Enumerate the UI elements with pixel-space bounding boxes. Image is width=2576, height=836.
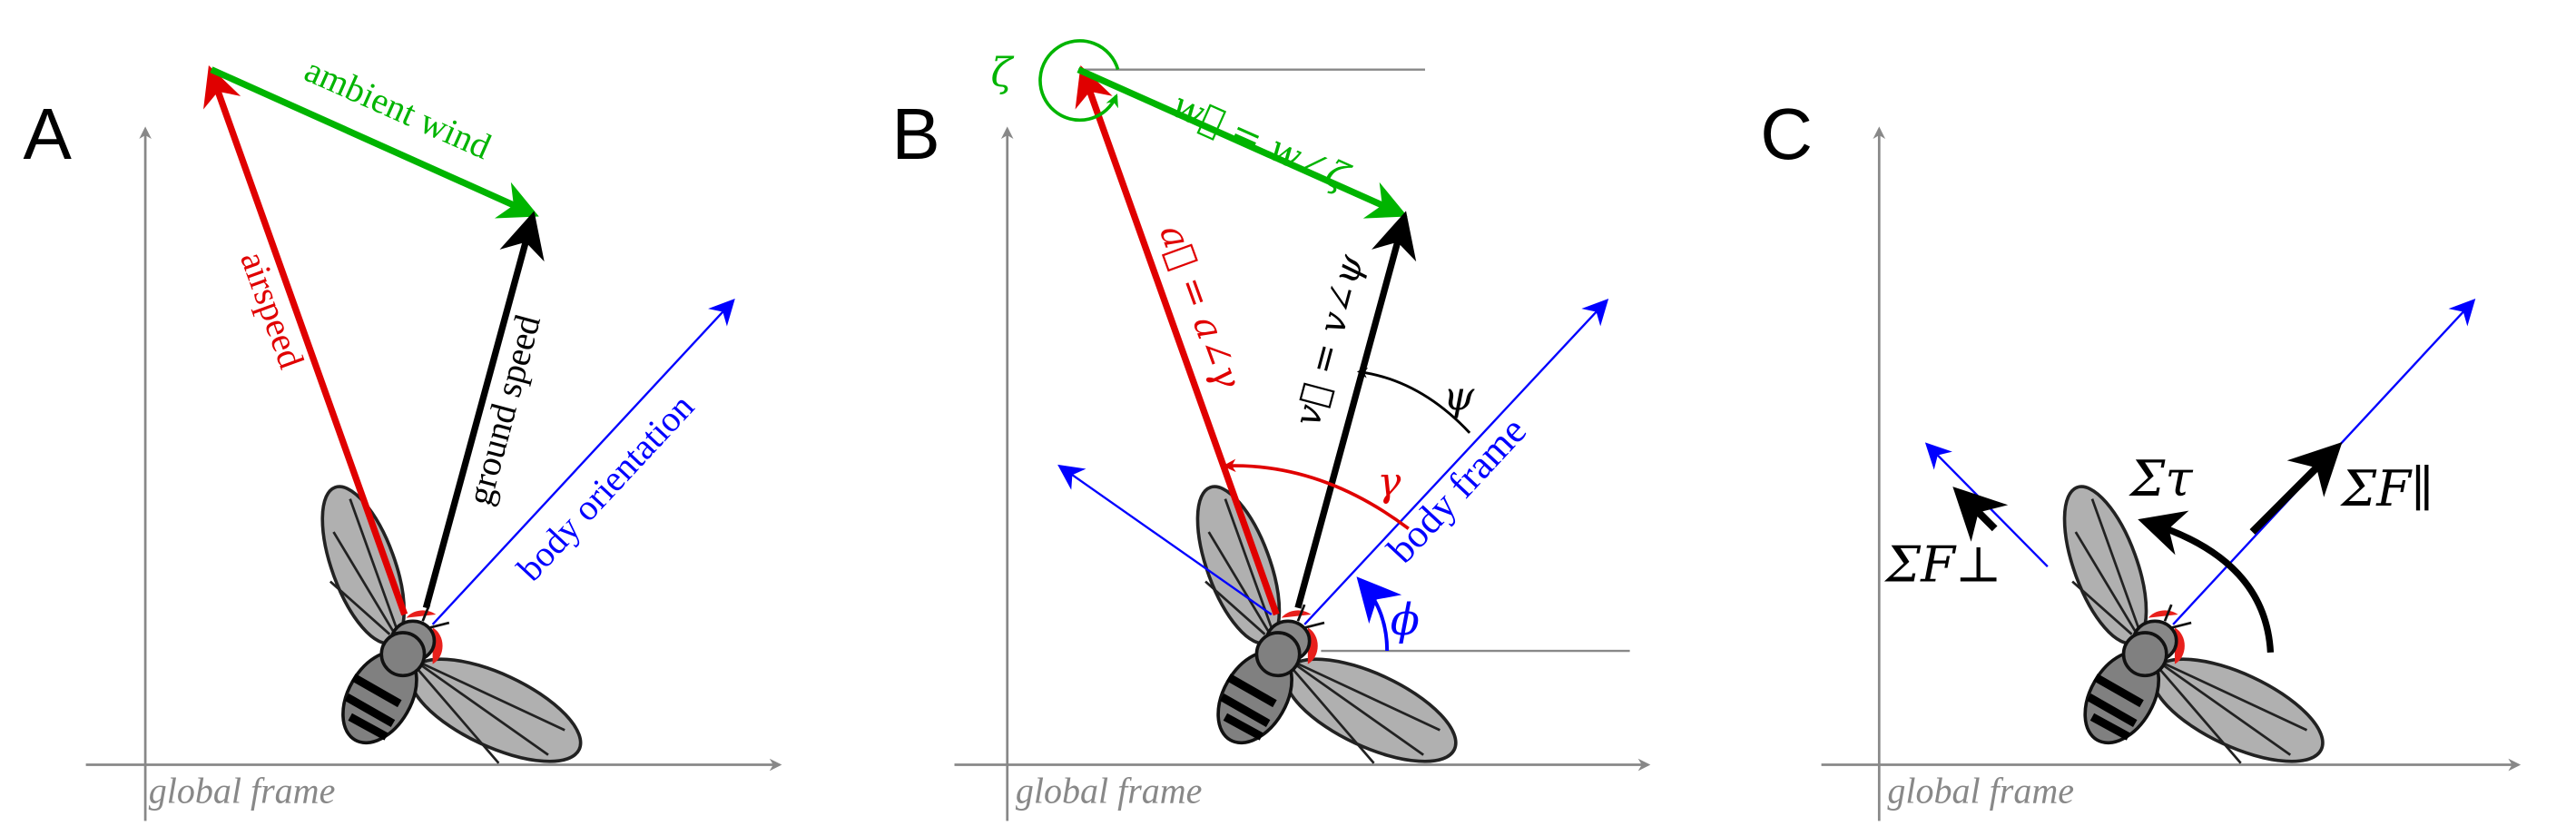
ground-speed-label: ground speed [458,310,548,509]
ground-velocity-equation: v⃗ = v∠ψ [1286,250,1372,430]
wind-equation: w⃗ = w∠ζ [1165,84,1356,200]
psi-label: ψ [1443,373,1475,419]
body-orientation-label: body orientation [509,386,703,588]
global-frame-label: global frame [1016,770,1203,811]
zeta-label: ζ [991,50,1015,96]
torque-arrow [2138,510,2275,654]
wind-vector [1077,66,1408,219]
global-frame-label: global frame [149,770,336,811]
panel-label-b: B [891,93,939,174]
ambient-wind-label: ambient wind [299,49,497,167]
panel-label-c: C [1760,93,1813,174]
gamma-angle-arc [1222,458,1410,530]
zeta-angle-arc [1038,39,1120,123]
psi-angle-arc [1356,368,1471,434]
airspeed-vector [1075,65,1280,616]
panel-a: A global frame ambient wind airspeed gro… [23,49,782,821]
airspeed-label: airspeed [232,246,312,374]
body-frame-perpendicular-axis [1057,464,1273,615]
body-orientation-arrow [431,298,735,625]
perpendicular-force-label: ΣF⊥ [1884,536,2002,594]
panel-b: B global frame ζ γ ψ ϕ w⃗ = w∠ζ a⃗ = a∠γ… [891,39,1651,821]
phi-angle-arc [1356,576,1402,652]
fly-illustration [2048,477,2336,782]
perpendicular-force-arrow [1952,487,2009,542]
body-frame-label: body frame [1379,409,1535,572]
parallel-force-arrow [2249,441,2343,535]
ground-velocity-vector [1294,211,1417,609]
gamma-label: γ [1377,459,1401,506]
ground-speed-arrow [422,211,545,609]
global-frame-label: global frame [1887,770,2074,811]
phi-label: ϕ [1391,595,1420,645]
body-frame-axis [1303,299,1609,625]
panel-label-a: A [23,93,72,174]
torque-label: Στ [2129,449,2194,507]
panel-c: C global frame Στ ΣF∥ ΣF⊥ [1760,93,2522,821]
ambient-wind-arrow [210,66,539,219]
parallel-force-label: ΣF∥ [2340,459,2434,517]
airspeed-arrow [203,65,408,616]
